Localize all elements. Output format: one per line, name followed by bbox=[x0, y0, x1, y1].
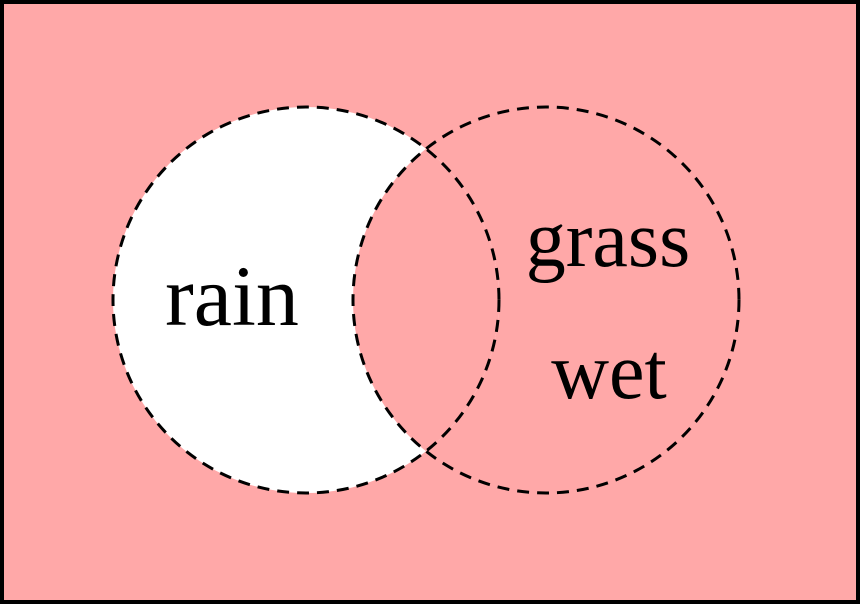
grass-wet-circle-outline bbox=[351, 105, 741, 495]
grass-label: grass bbox=[526, 196, 690, 284]
rain-label: rain bbox=[165, 248, 299, 344]
wet-label: wet bbox=[551, 328, 667, 416]
intersection-region bbox=[353, 107, 499, 493]
rain-circle-outline bbox=[111, 105, 501, 495]
